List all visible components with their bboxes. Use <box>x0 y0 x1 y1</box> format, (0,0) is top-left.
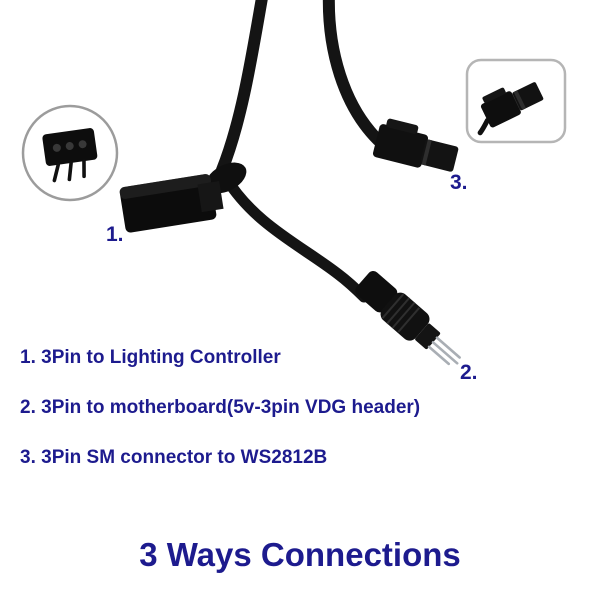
connector-2-pins <box>427 336 461 366</box>
connector-2-ribs <box>381 293 421 333</box>
legend-line-1: 1. 3Pin to Lighting Controller <box>20 347 281 368</box>
inset-sm-closeup <box>465 58 567 144</box>
page-title: 3 Ways Connections <box>139 536 461 573</box>
legend: 1. 3Pin to Lighting Controller 2. 3Pin t… <box>20 348 580 498</box>
inset-3pin-legs <box>52 159 86 183</box>
cable-top-right <box>322 0 384 146</box>
callout-label-3: 3. <box>450 171 468 194</box>
callout-label-2: 2. <box>460 361 478 384</box>
legend-line-2: 2. 3Pin to motherboard(5v-3pin VDG heade… <box>20 397 421 418</box>
cable-middle-branch <box>220 172 370 303</box>
cable-top-left <box>216 0 268 176</box>
inset-3pin-closeup <box>21 104 119 202</box>
legend-line-3: 3. 3Pin SM connector to WS2812B <box>20 447 328 468</box>
cables <box>190 0 384 303</box>
connector-2-3pin-plug <box>355 271 461 366</box>
connector-1-3pin-socket <box>119 174 224 233</box>
connector-3-sm-plug <box>372 118 459 172</box>
callout-label-1: 1. <box>106 223 124 246</box>
